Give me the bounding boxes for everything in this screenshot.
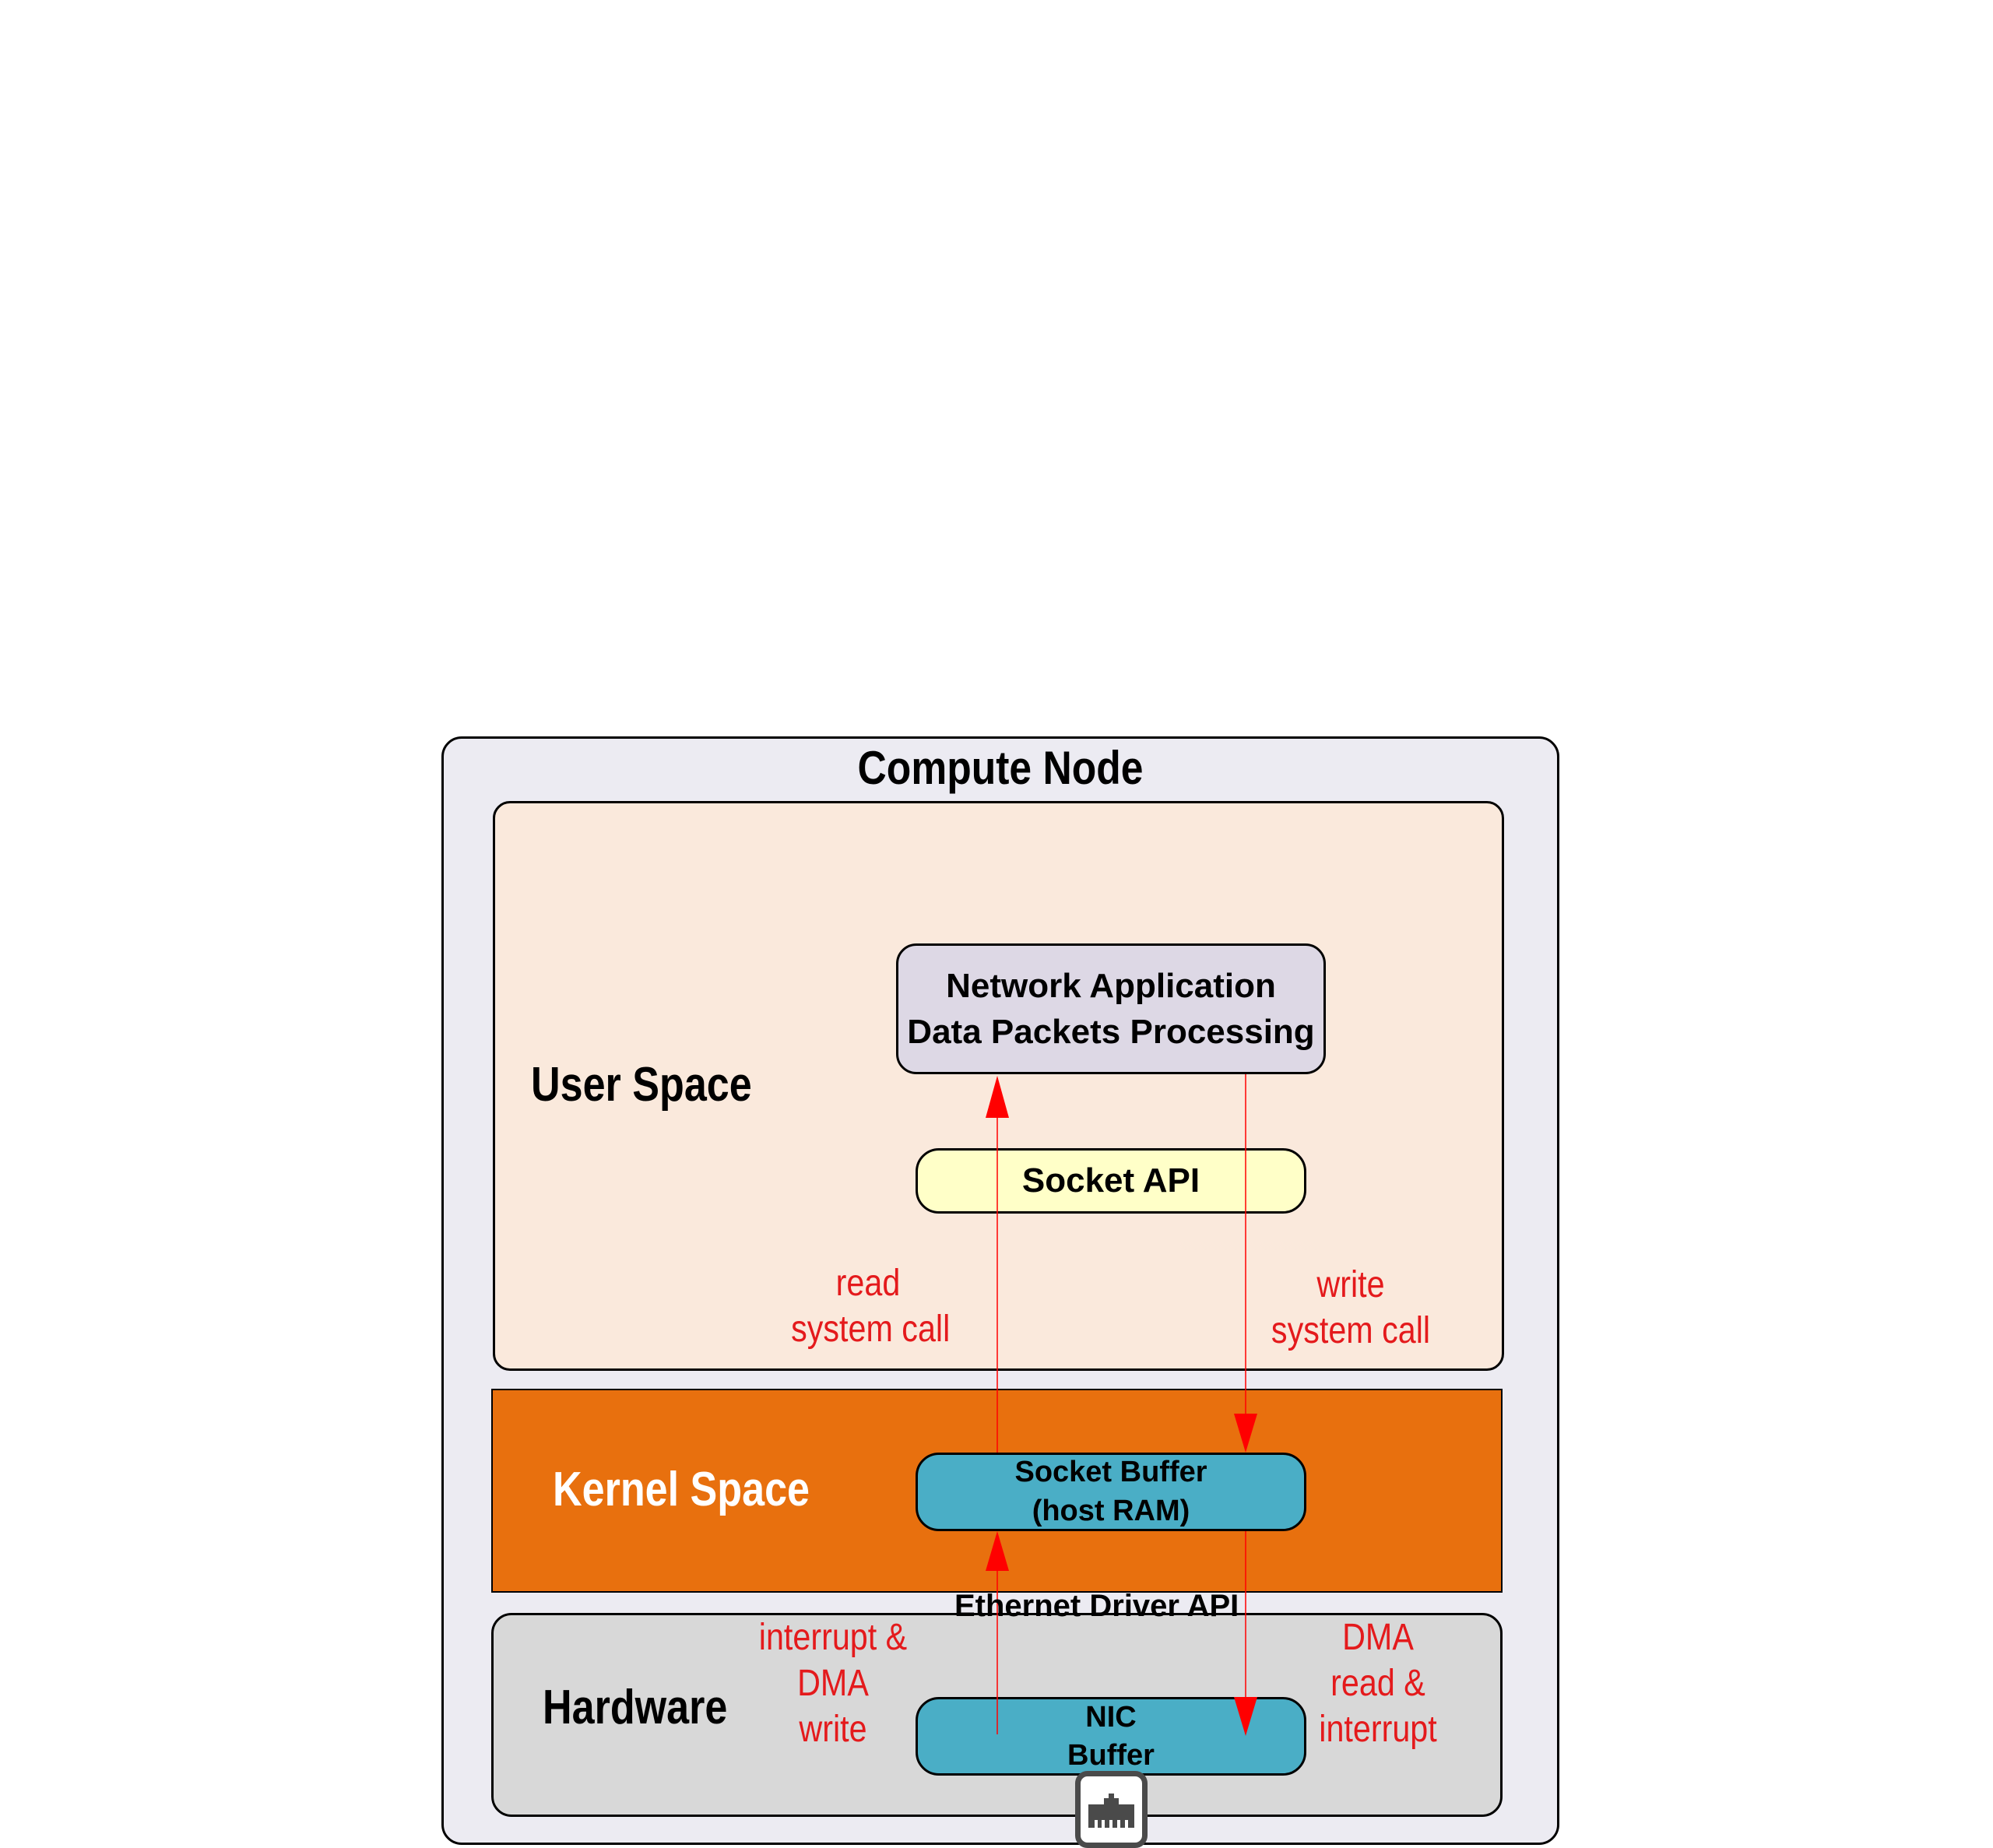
- read-system-call-label: read system call: [791, 1260, 951, 1352]
- write-label-line-1: write: [1316, 1264, 1385, 1305]
- socket-api-label: Socket API: [1021, 1161, 1200, 1200]
- dma-label-line-1: DMA: [1342, 1617, 1414, 1658]
- ethernet-port-icon: [1075, 1771, 1148, 1848]
- dma-label-line-3: interrupt: [1319, 1709, 1437, 1751]
- interrupt-dma-write-label: interrupt & DMA write: [753, 1614, 913, 1752]
- socket-api-box: Socket API: [916, 1148, 1306, 1214]
- irq-label-line-3: write: [799, 1709, 867, 1751]
- read-label-line-2: system call: [791, 1309, 951, 1351]
- write-system-call-label: write system call: [1271, 1262, 1431, 1354]
- nic-buffer-text: NIC Buffer: [916, 1699, 1306, 1776]
- read-label-line-1: read: [835, 1263, 901, 1304]
- network-application-line-1: Network Application: [946, 966, 1276, 1005]
- user-space-label: User Space: [531, 1058, 752, 1112]
- socket-buffer-line-1: Socket Buffer: [1014, 1456, 1207, 1489]
- network-application-box: Network Application Data Packets Process…: [896, 943, 1326, 1074]
- socket-buffer-line-2: (host RAM): [1032, 1494, 1190, 1527]
- nic-buffer-line-1: NIC: [1085, 1701, 1137, 1734]
- irq-label-line-1: interrupt &: [758, 1617, 908, 1658]
- kernel-space-label: Kernel Space: [553, 1463, 810, 1516]
- dma-label-line-2: read &: [1330, 1663, 1425, 1705]
- ethernet-driver-api-label: Ethernet Driver API: [954, 1589, 1239, 1623]
- irq-label-line-2: DMA: [797, 1663, 869, 1705]
- network-application-line-2: Data Packets Processing: [907, 1013, 1315, 1051]
- hardware-label: Hardware: [543, 1681, 728, 1734]
- write-label-line-2: system call: [1271, 1310, 1431, 1352]
- dma-read-interrupt-label: DMA read & interrupt: [1304, 1614, 1451, 1752]
- compute-node-title: Compute Node: [857, 742, 1144, 794]
- socket-buffer-box: Socket Buffer (host RAM): [916, 1453, 1306, 1531]
- nic-buffer-line-2: Buffer: [1067, 1739, 1155, 1772]
